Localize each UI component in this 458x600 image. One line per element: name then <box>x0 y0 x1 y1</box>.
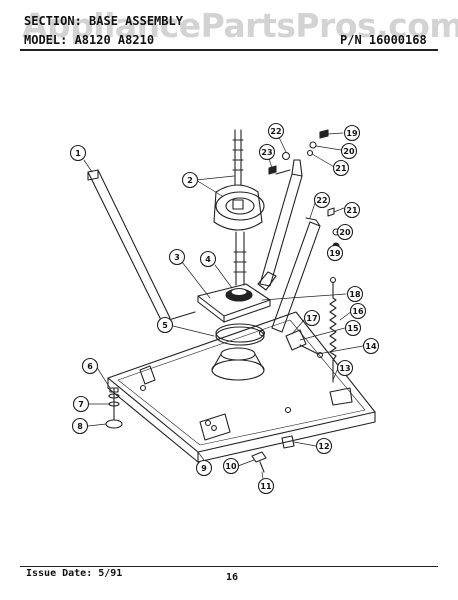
svg-text:8: 8 <box>77 422 83 431</box>
callout-16: 16 <box>349 302 367 320</box>
callout-17: 17 <box>303 309 321 327</box>
svg-text:23: 23 <box>261 148 272 157</box>
svg-text:22: 22 <box>316 196 327 205</box>
page-number: 16 <box>226 572 239 583</box>
callout-19-lower: 19 <box>326 244 344 262</box>
clip-part <box>251 451 267 473</box>
callout-14: 14 <box>362 337 380 355</box>
callout-6: 6 <box>81 357 99 375</box>
svg-text:2: 2 <box>187 176 193 185</box>
svg-text:15: 15 <box>347 324 359 333</box>
svg-text:9: 9 <box>201 464 207 473</box>
model-label: MODEL: A8120 A8210 <box>24 33 155 47</box>
callout-1: 1 <box>69 144 87 162</box>
svg-text:11: 11 <box>260 482 272 491</box>
upper-arm <box>259 151 303 287</box>
header-rule <box>20 49 438 51</box>
callout-18: 18 <box>346 285 364 303</box>
nut-part <box>281 435 295 449</box>
callout-20-lower: 20 <box>336 223 354 241</box>
svg-text:13: 13 <box>339 364 350 373</box>
callout-23: 23 <box>258 143 276 161</box>
callout-15: 15 <box>344 319 362 337</box>
footer-rule <box>20 566 438 567</box>
callout-22-lower: 22 <box>313 191 331 209</box>
svg-text:5: 5 <box>162 321 168 330</box>
transmission-assembly <box>213 129 265 286</box>
svg-text:7: 7 <box>78 400 84 409</box>
svg-text:3: 3 <box>174 253 180 262</box>
callout-21-lower: 21 <box>343 201 361 219</box>
spring <box>329 276 337 383</box>
leader-lines <box>83 130 364 487</box>
svg-text:18: 18 <box>349 290 361 299</box>
svg-text:12: 12 <box>318 442 329 451</box>
svg-text:10: 10 <box>225 462 237 471</box>
callout-13: 13 <box>336 359 354 377</box>
callout-12: 12 <box>315 437 333 455</box>
callout-22-top: 22 <box>267 122 285 140</box>
callout-2: 2 <box>181 171 199 189</box>
svg-text:20: 20 <box>343 147 355 156</box>
center-cone <box>211 347 265 381</box>
callout-11: 11 <box>257 477 275 495</box>
bracket-hardware <box>285 329 324 359</box>
svg-text:17: 17 <box>306 314 317 323</box>
lower-arm <box>271 217 321 333</box>
callout-8: 8 <box>71 417 89 435</box>
callout-19-top: 19 <box>343 124 361 142</box>
leveling-leg <box>105 387 123 429</box>
svg-text:1: 1 <box>75 149 81 158</box>
callout-7: 7 <box>72 395 90 413</box>
issue-date: Issue Date: 5/91 <box>26 568 123 579</box>
callout-5: 5 <box>156 316 174 334</box>
section-label: SECTION: BASE ASSEMBLY <box>24 14 183 28</box>
seal-ring <box>215 323 265 346</box>
callout-10: 10 <box>222 457 240 475</box>
callout-20-top: 20 <box>340 142 358 160</box>
svg-text:21: 21 <box>346 206 358 215</box>
svg-text:21: 21 <box>335 164 347 173</box>
base-plate <box>107 311 376 463</box>
svg-text:19: 19 <box>329 249 341 258</box>
callout-4: 4 <box>199 250 217 268</box>
callout-21-top: 21 <box>332 159 350 177</box>
part-number: P/N 16000168 <box>340 33 427 47</box>
svg-text:4: 4 <box>205 255 211 264</box>
svg-text:19: 19 <box>346 129 358 138</box>
svg-text:20: 20 <box>339 228 351 237</box>
svg-text:14: 14 <box>365 342 377 351</box>
callout-9: 9 <box>195 459 213 477</box>
left-brace <box>87 169 196 323</box>
watermark: AppliancePartsPros.com <box>22 6 458 45</box>
svg-text:6: 6 <box>87 362 93 371</box>
svg-text:16: 16 <box>352 307 364 316</box>
callout-3: 3 <box>168 248 186 266</box>
svg-text:22: 22 <box>270 127 281 136</box>
pulley-platform <box>197 271 277 323</box>
